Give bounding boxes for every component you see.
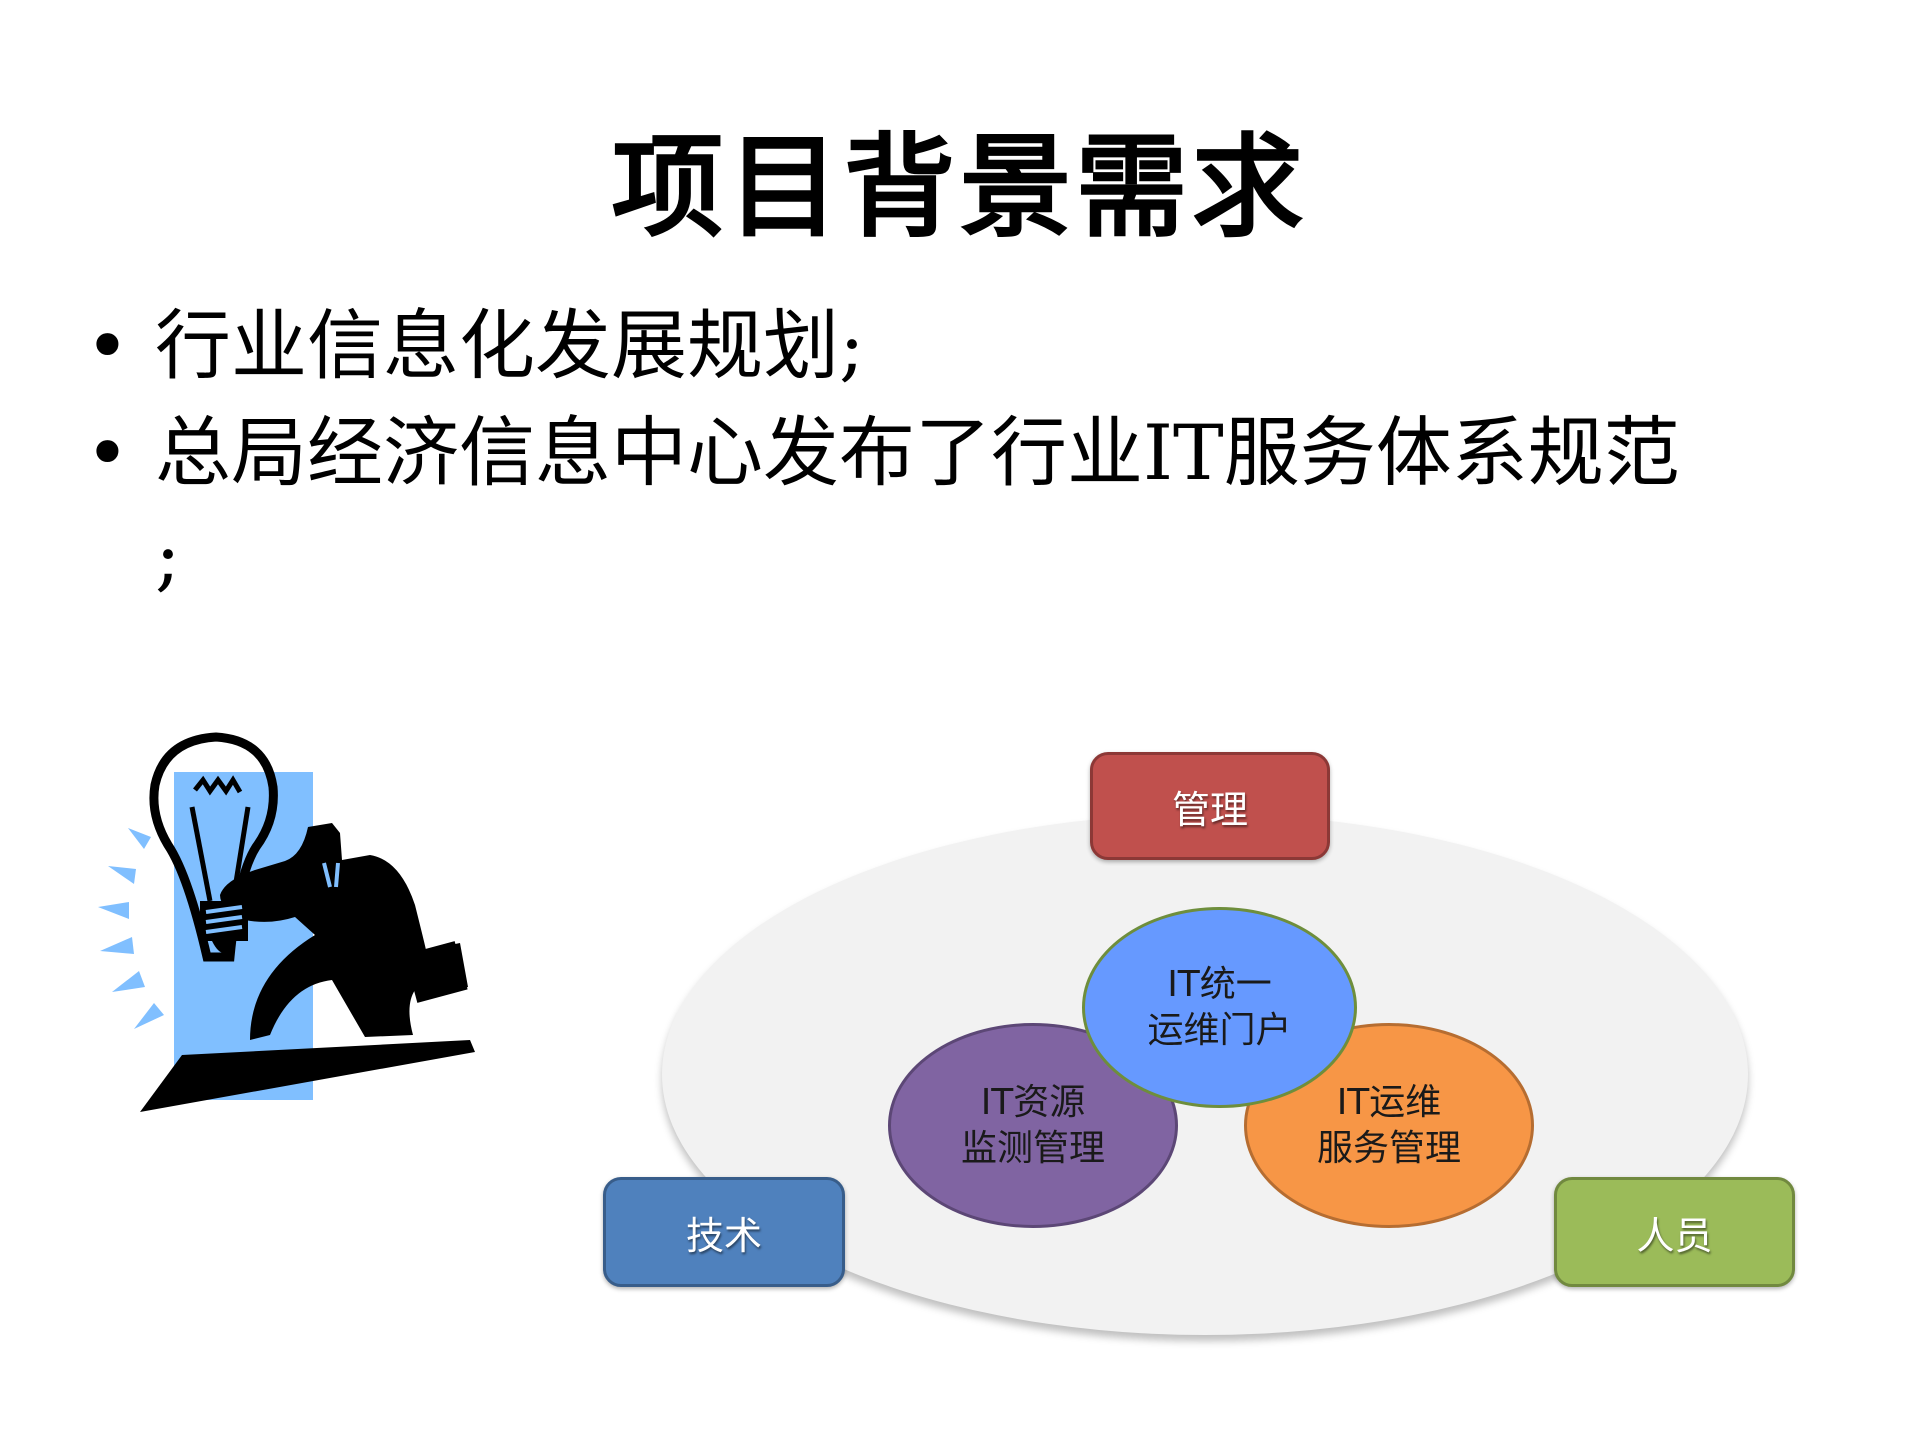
it-unified-portal-circle: IT统一 运维门户: [1082, 907, 1357, 1108]
circle-label-line1: IT运维: [1336, 1081, 1442, 1123]
circle-label-line2: 服务管理: [1316, 1127, 1461, 1169]
people-box: 人员: [1554, 1177, 1795, 1287]
bullet-item-2: • 总局经济信息中心发布了行业IT服务体系规范: [85, 403, 1680, 503]
businessman-lightbulb-icon: [70, 715, 480, 1115]
circle-label-line2: 运维门户: [1147, 1009, 1292, 1051]
technology-label: 技术: [685, 1213, 762, 1258]
bullet-marker: •: [85, 301, 130, 390]
slide-title: 项目背景需求: [611, 123, 1308, 253]
circle-label-line1: IT资源: [980, 1081, 1086, 1123]
technology-box: 技术: [603, 1177, 845, 1287]
management-box: 管理: [1090, 752, 1330, 860]
circle-label-line1: IT统一: [1167, 963, 1272, 1005]
circle-label-line2: 监测管理: [960, 1127, 1105, 1169]
bullet-text: 行业信息化发展规划;: [155, 301, 865, 390]
bullet-marker: •: [85, 408, 130, 497]
people-label: 人员: [1636, 1213, 1713, 1258]
bullet-continuation: ;: [155, 511, 181, 600]
management-label: 管理: [1171, 787, 1248, 832]
bullet-item-1: • 行业信息化发展规划;: [85, 296, 865, 396]
bullet-text: 总局经济信息中心发布了行业IT服务体系规范: [155, 408, 1680, 497]
